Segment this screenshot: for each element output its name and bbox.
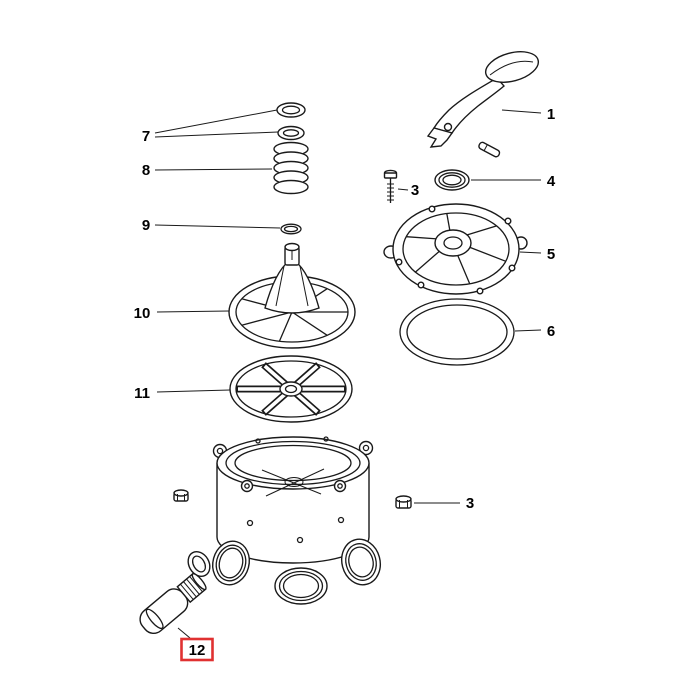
part-label-5: 5	[547, 246, 555, 263]
part-label-12: 12	[189, 642, 206, 659]
part-label-3-top: 3	[411, 182, 419, 199]
cover-part5	[383, 203, 528, 295]
part-label-10: 10	[134, 305, 151, 322]
highlight-box	[180, 637, 214, 662]
highlighted-callout-12: 12	[180, 637, 214, 662]
nut-part3	[395, 495, 412, 509]
spring-part8	[273, 141, 309, 195]
o-ring-drain	[187, 550, 211, 578]
washer-part4	[434, 169, 470, 191]
handle-pin	[478, 141, 501, 158]
washer-stack-part7	[276, 102, 306, 141]
rotor-part10	[228, 242, 356, 349]
valve-body	[212, 436, 381, 605]
part-label-1: 1	[547, 106, 555, 123]
part-label-3-side: 3	[466, 495, 474, 512]
drain-plug-part12	[139, 572, 207, 635]
screw-part3	[383, 169, 398, 203]
o-ring-part6	[399, 298, 515, 366]
nut-left	[173, 489, 189, 502]
o-ring-part9	[280, 223, 302, 235]
part-label-9: 9	[142, 217, 150, 234]
part-label-6: 6	[547, 323, 555, 340]
spider-gasket-part11	[229, 355, 353, 423]
part-label-7: 7	[142, 128, 150, 145]
handle-part1	[426, 51, 540, 158]
part-label-4: 4	[547, 173, 556, 190]
part-label-11: 11	[134, 385, 150, 402]
part-label-8: 8	[142, 162, 150, 179]
